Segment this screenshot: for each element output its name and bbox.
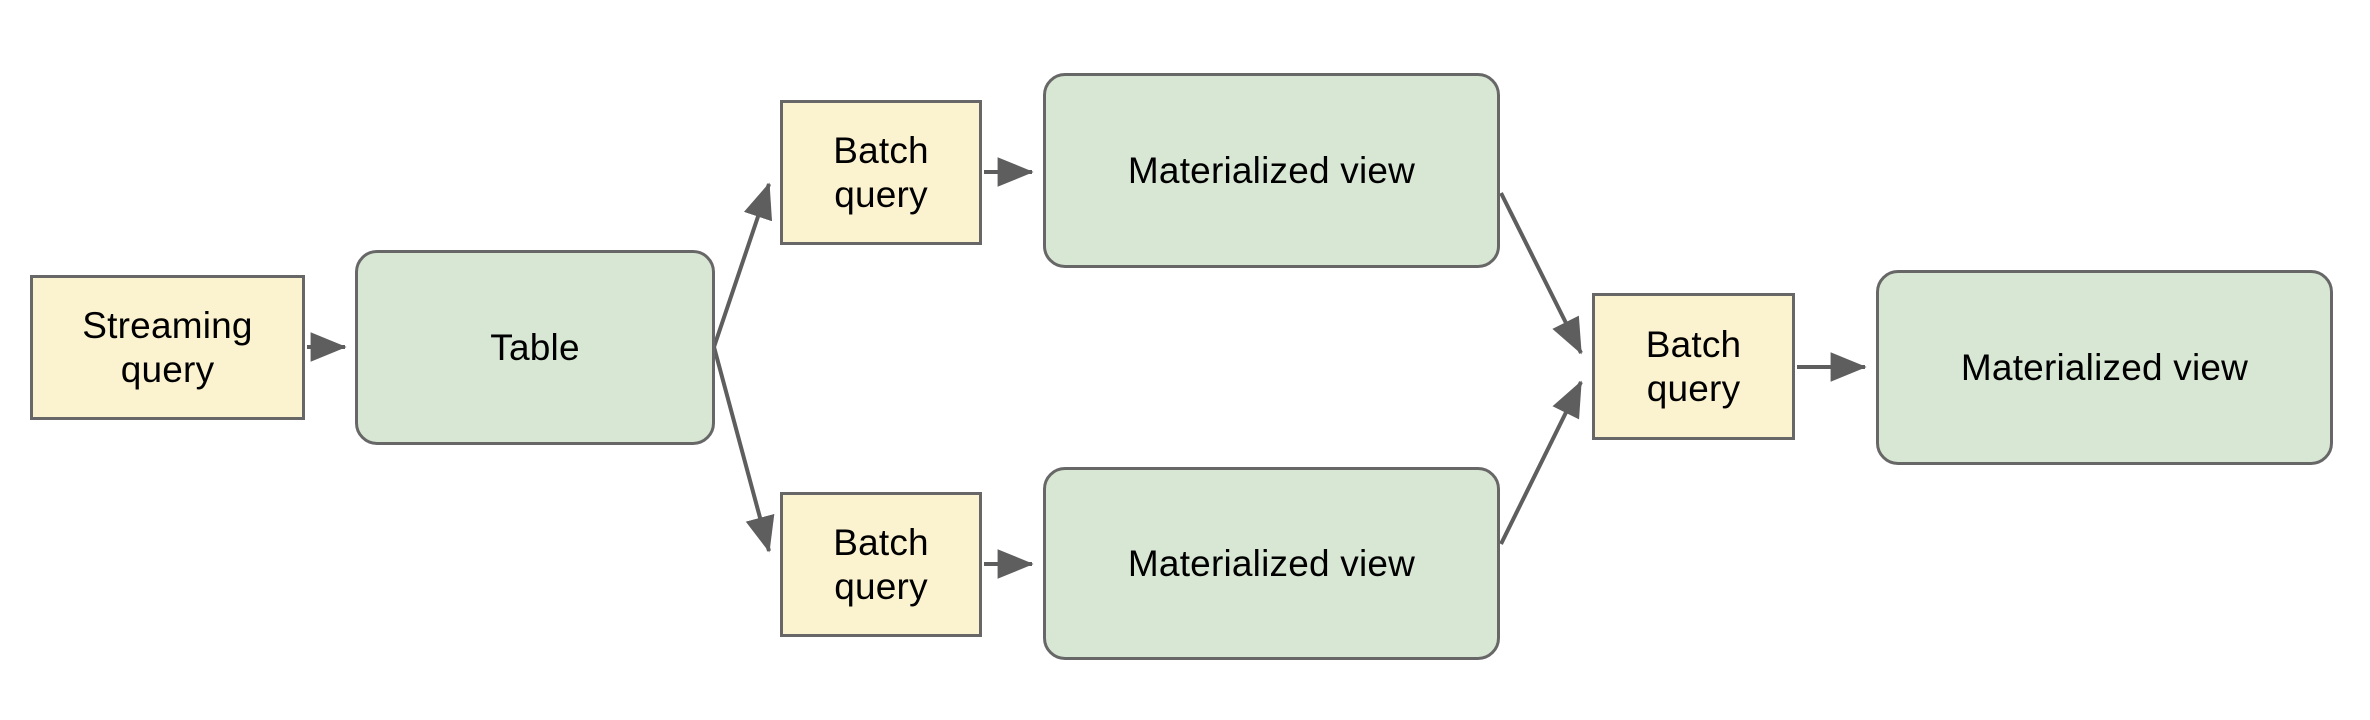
node-table-label: Table: [490, 326, 580, 368]
node-materialized-view-bottom[interactable]: Materialized view: [1043, 467, 1500, 660]
node-table[interactable]: Table: [355, 250, 715, 445]
node-batch-query-top-label: Batch query: [833, 129, 929, 215]
node-materialized-view-bottom-label: Materialized view: [1127, 542, 1416, 584]
node-batch-query-top[interactable]: Batch query: [780, 100, 982, 245]
node-batch-query-bottom-label: Batch query: [833, 521, 929, 607]
node-batch-query-center-label: Batch query: [1645, 323, 1742, 409]
node-materialized-view-right[interactable]: Materialized view: [1876, 270, 2333, 465]
node-batch-query-bottom[interactable]: Batch query: [780, 492, 982, 637]
edge-materialized-view-top-to-batch-query-center: [1499, 192, 1583, 355]
node-batch-query-center[interactable]: Batch query: [1592, 293, 1795, 440]
node-streaming-query[interactable]: Streaming query: [30, 275, 305, 420]
edge-table-to-batch-query-top: [712, 182, 773, 348]
edge-materialized-view-bottom-to-batch-query-center: [1499, 380, 1583, 545]
node-streaming-query-label: Streaming query: [82, 304, 253, 390]
node-materialized-view-top[interactable]: Materialized view: [1043, 73, 1500, 268]
node-materialized-view-right-label: Materialized view: [1960, 346, 2249, 388]
edge-table-to-batch-query-bottom: [712, 346, 775, 553]
node-materialized-view-top-label: Materialized view: [1127, 149, 1416, 191]
